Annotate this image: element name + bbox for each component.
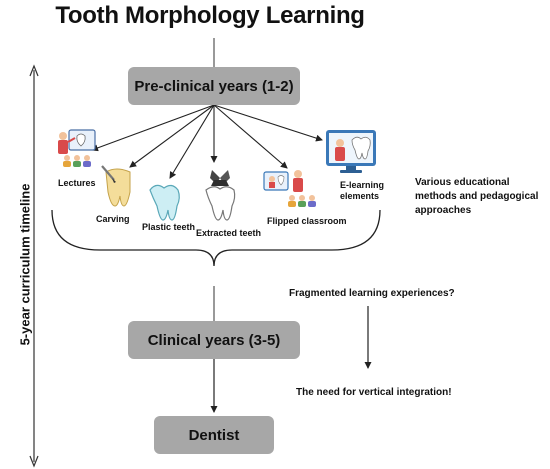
arrow-to-plastic-teeth xyxy=(169,104,215,179)
plastic-tooth-icon xyxy=(149,184,180,221)
arrow-to-carving xyxy=(129,104,215,168)
diagram-title: Tooth Morphology Learning xyxy=(55,2,365,29)
method-arrows xyxy=(91,104,323,179)
fragmented-note: Fragmented learning experiences? xyxy=(289,288,455,299)
method-label-flipped-classroom: Flipped classroom xyxy=(267,216,347,226)
integration-note: The need for vertical integration! xyxy=(296,387,452,398)
method-label-elearning: E-learning elements xyxy=(340,180,385,201)
grouping-brace xyxy=(51,209,381,267)
method-label-lectures: Lectures xyxy=(58,178,96,188)
arrow-to-lectures xyxy=(91,104,215,152)
method-label-carving: Carving xyxy=(96,214,130,224)
arrow-to-elearning xyxy=(213,104,323,142)
methods-note: Various educational methods and pedagogi… xyxy=(415,177,539,216)
carving-icon xyxy=(101,165,131,207)
method-label-extracted-teeth: Extracted teeth xyxy=(196,228,262,238)
arrow-to-flipped-classroom xyxy=(213,104,288,169)
method-label-plastic-teeth: Plastic teeth xyxy=(142,222,196,232)
flipped-classroom-icon xyxy=(263,170,316,207)
elearning-icon xyxy=(326,130,376,173)
stage-clinical: Clinical years (3-5) xyxy=(128,321,300,359)
extracted-tooth-icon xyxy=(205,170,236,221)
timeline-label: 5-year curriculum timeline xyxy=(17,183,33,346)
stage-dentist: Dentist xyxy=(154,416,274,454)
stage-preclinical: Pre-clinical years (1-2) xyxy=(128,67,300,105)
lecture-icon xyxy=(58,129,96,167)
